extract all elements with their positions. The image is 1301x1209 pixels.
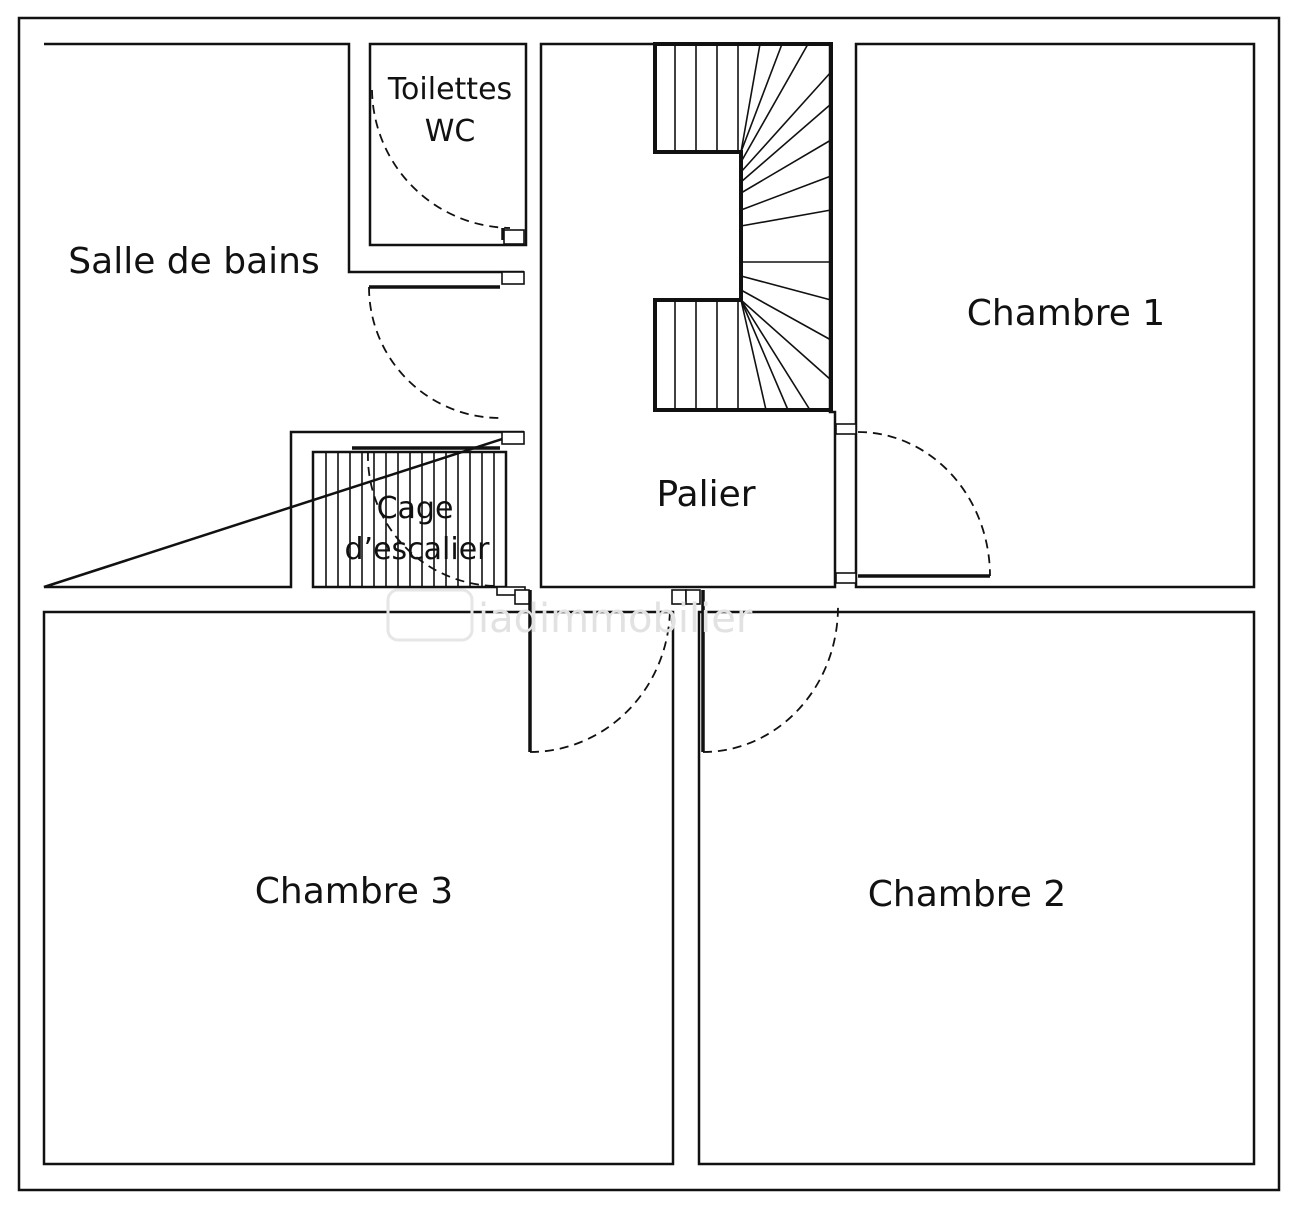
escalier-label: d’escalier	[344, 532, 490, 567]
stair-tread	[740, 43, 809, 163]
stair-tread	[740, 71, 832, 173]
outer-wall	[17, 16, 1281, 1192]
palier-label: Palier	[656, 474, 755, 515]
chambre-2-label: Chambre 2	[868, 874, 1066, 915]
stair-tread	[740, 103, 832, 183]
chambre-1-door-swing	[857, 431, 991, 577]
stair-tread	[740, 299, 832, 381]
chambre-3-walls	[42, 610, 675, 1166]
staircase-outline	[653, 42, 833, 412]
chambre-1-label: Chambre 1	[967, 293, 1165, 334]
toilettes-walls	[368, 42, 528, 247]
chambre-2-door-swing	[702, 606, 839, 753]
salle-de-bains-walls	[43, 42, 525, 589]
watermark-text: iadimmobilier	[478, 596, 753, 642]
stair-tread	[740, 299, 811, 411]
stair-tread	[740, 209, 832, 227]
chambre-3-label: Chambre 3	[255, 871, 453, 912]
salle-de-bains-door-swing	[368, 286, 501, 419]
stair-tread	[740, 43, 761, 153]
cage-escalier-treads	[325, 452, 495, 587]
salle-de-bains-label: Salle de bains	[68, 241, 319, 282]
chambre-3-door-swing	[529, 606, 671, 753]
staircase-treads	[674, 43, 832, 411]
salle-de-bains-door-jamb-2	[501, 431, 525, 445]
chambre-2-door-jamb	[685, 589, 701, 605]
toilettes-door-jamb	[503, 229, 525, 245]
stair-tread	[740, 175, 832, 211]
chambre-1-door-jamb-2	[835, 572, 857, 584]
wc-label: WC	[425, 114, 476, 149]
stair-tread	[740, 299, 767, 411]
chambre-2-walls	[697, 610, 1256, 1166]
chambre-1-walls	[854, 42, 1256, 589]
stair-tread	[740, 289, 832, 341]
cage-label: Cage	[377, 491, 454, 526]
chambre-3-door-jamb	[514, 589, 530, 605]
stair-tread	[740, 43, 783, 153]
toilettes-door-swing	[371, 89, 511, 229]
stair-tread	[740, 275, 832, 301]
stair-tread	[740, 139, 832, 194]
chambre-1-door-jamb	[835, 423, 857, 435]
watermark-logo: iadimmobilier	[386, 588, 753, 642]
toilettes-label: Toilettes	[387, 72, 512, 107]
salle-de-bains-door-jamb	[501, 271, 525, 285]
stair-tread	[740, 299, 789, 411]
